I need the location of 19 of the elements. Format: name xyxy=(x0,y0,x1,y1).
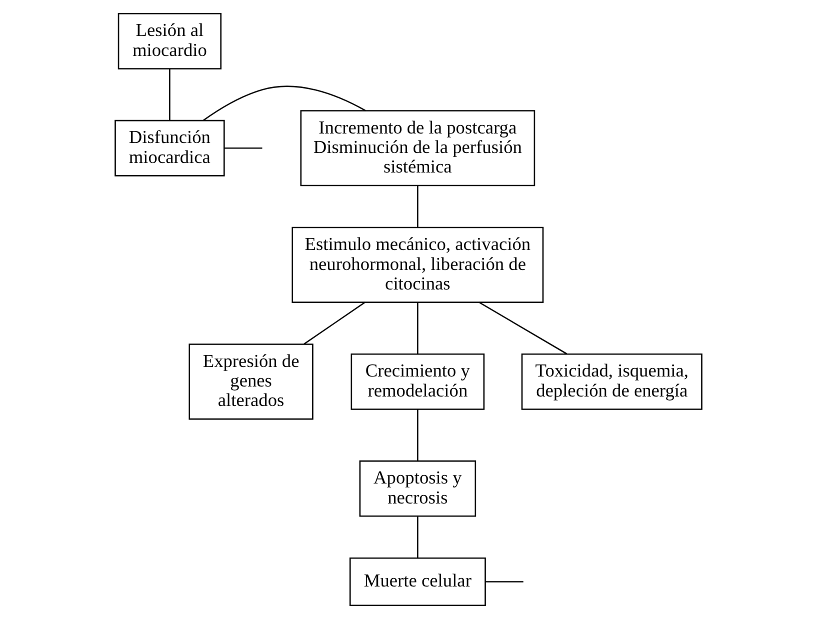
connector xyxy=(417,302,418,354)
connector xyxy=(478,302,568,354)
connector xyxy=(169,68,170,120)
node-box: Disfunción miocardica xyxy=(114,120,225,176)
connector xyxy=(485,581,524,582)
node-box: Muerte celular xyxy=(349,557,486,606)
connector xyxy=(304,302,366,345)
connector xyxy=(417,516,418,558)
node-box: Estimulo mecánico, activación neurohormonal, liberación de citocinas xyxy=(292,226,544,303)
node-box: Toxicidad, isquemia, depleción de energía xyxy=(521,353,702,410)
node-box: Lesión al miocardio xyxy=(118,12,222,70)
connector xyxy=(203,86,366,121)
connector xyxy=(417,409,418,461)
connector xyxy=(417,186,418,228)
node-box: Crecimiento y remodelación xyxy=(350,353,485,410)
connector xyxy=(224,147,262,149)
node-box: Incremento de la postcarga Disminución de la perfusión sistémica xyxy=(300,110,536,186)
node-box: Apoptosis y necrosis xyxy=(359,460,476,517)
node-box: Expresión de genes alterados xyxy=(188,344,314,420)
